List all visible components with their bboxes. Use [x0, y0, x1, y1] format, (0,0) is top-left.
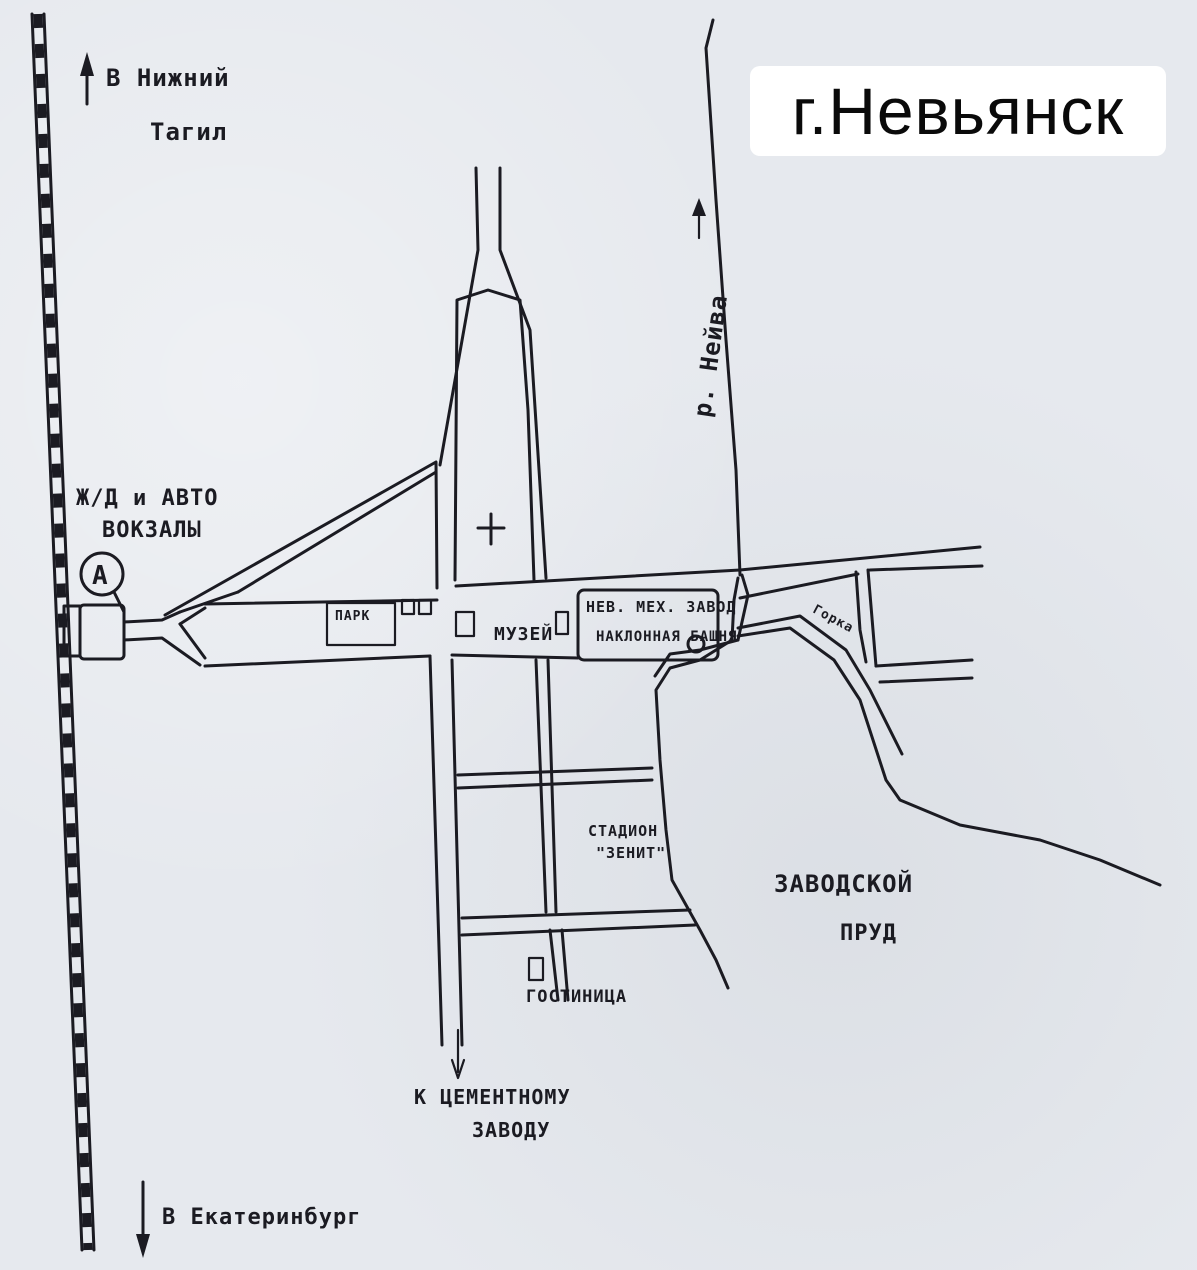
label-plant-2: НАКЛОННАЯ БАШНЯ	[596, 629, 737, 645]
railway	[30, 12, 96, 1252]
south-streets	[428, 654, 697, 1047]
north-fork-roads	[438, 166, 548, 582]
plant-block	[576, 588, 720, 662]
label-to-nizhny-2: Тагил	[150, 118, 227, 146]
label-museum: МУЗЕЙ	[494, 623, 553, 645]
label-plant-1: НЕВ. МЕХ. ЗАВОД	[586, 598, 736, 616]
river-neyva	[704, 18, 750, 642]
label-to-ekb: В Екатеринбург	[162, 1205, 361, 1230]
east-roads	[854, 568, 974, 684]
label-cement-2: ЗАВОДУ	[472, 1118, 550, 1142]
label-station-marker: A	[92, 561, 109, 591]
label-cement-1: К ЦЕМЕНТНОМУ	[414, 1085, 571, 1109]
pond-shoreline	[653, 614, 1162, 990]
label-park: ПАРК	[335, 609, 370, 624]
map-title-box: г.Невьянск	[750, 66, 1166, 156]
arrow-river-north-icon	[692, 198, 706, 240]
map-title: г.Невьянск	[791, 74, 1125, 148]
station-approach-road	[122, 460, 439, 667]
label-hotel: ГОСТИНИЦА	[526, 987, 627, 1007]
label-stadium-1: СТАДИОН	[588, 822, 658, 840]
label-to-nizhny-1: В Нижний	[106, 64, 230, 92]
label-gorka: Горка	[810, 602, 856, 636]
label-station-2: ВОКЗАЛЫ	[102, 518, 202, 543]
arrow-north-tagil-icon	[80, 52, 94, 106]
label-station-1: Ж/Д и АВТО	[76, 486, 218, 511]
label-stadium-2: "ЗЕНИТ"	[596, 844, 666, 862]
park-block	[325, 598, 433, 647]
label-pond-2: ПРУД	[840, 921, 897, 946]
arrow-south-ekb-icon	[136, 1180, 150, 1258]
arrow-south-cement-icon	[450, 1028, 466, 1080]
museum-marker	[454, 610, 570, 638]
cross-icon	[476, 512, 506, 546]
main-street	[203, 545, 984, 668]
station-building	[62, 551, 126, 661]
hotel-marker	[527, 956, 545, 982]
label-pond-1: ЗАВОДСКОЙ	[774, 869, 913, 898]
